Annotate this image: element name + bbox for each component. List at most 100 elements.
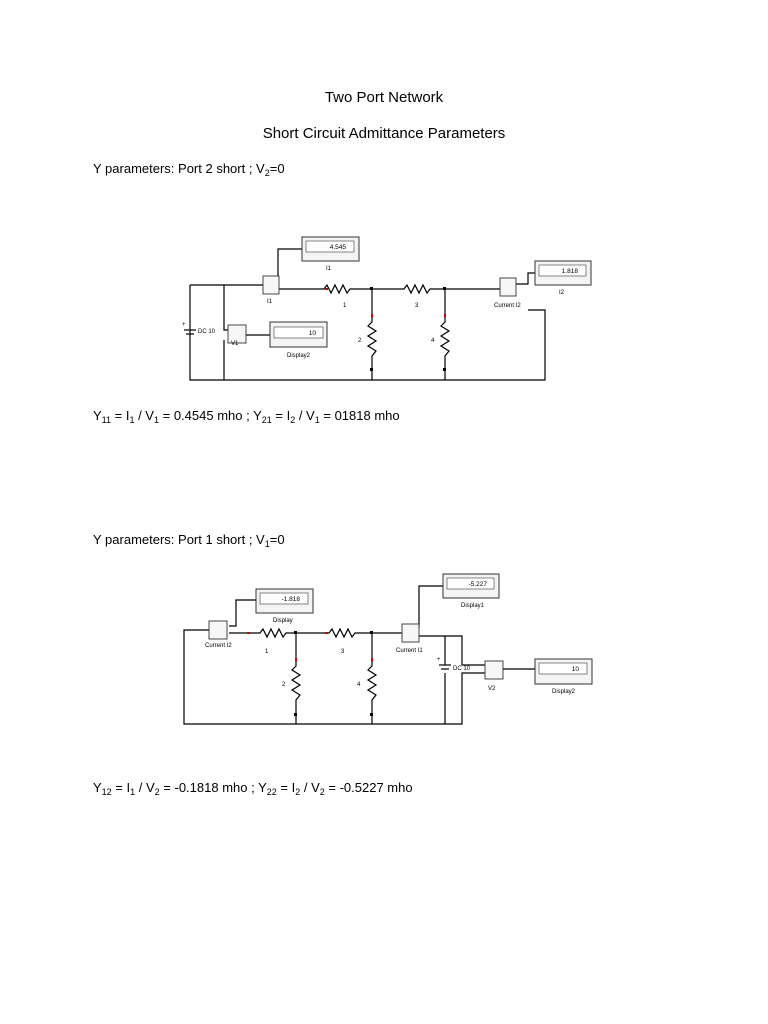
eq-part: = 01818 mho xyxy=(319,408,400,423)
red-marker xyxy=(325,288,328,290)
ammeter2-label: Current I2 xyxy=(494,303,521,309)
section1-heading-suffix: =0 xyxy=(269,161,285,176)
display-b-label: Display1 xyxy=(461,603,485,609)
resistor-3-label: 3 xyxy=(341,649,345,655)
circuit2-wire xyxy=(229,599,256,627)
resistor-4-label: 4 xyxy=(431,338,435,344)
eq-sub: 2 xyxy=(319,787,325,797)
resistor-1-label: 1 xyxy=(265,649,269,655)
section1-heading-sub: 2 xyxy=(264,168,270,178)
page-title: Two Port Network xyxy=(324,89,444,106)
resistor-2-label: 2 xyxy=(358,338,362,344)
display-v-label: Display2 xyxy=(552,689,576,695)
resistor-3 xyxy=(400,283,432,295)
circuit2-return-wire xyxy=(183,629,445,725)
eq-sub: 1 xyxy=(153,415,159,425)
voltmeter-block xyxy=(484,660,504,680)
resistor-3-label: 3 xyxy=(415,303,419,309)
eq-sub: 2 xyxy=(154,787,160,797)
ammeter1-label: I1 xyxy=(267,299,273,305)
red-marker xyxy=(371,314,373,317)
resistor-2 xyxy=(366,318,378,362)
eq-part: / V xyxy=(134,408,154,423)
display-a-label: Display xyxy=(273,618,293,624)
eq-part: Y xyxy=(93,408,102,423)
resistor-4 xyxy=(439,318,451,362)
plus-sign: + xyxy=(437,657,441,663)
resistor-4-label: 4 xyxy=(357,682,361,688)
ammeter2-block xyxy=(499,277,517,297)
display-v-value: 10 xyxy=(309,330,317,337)
resistor-2 xyxy=(290,662,302,706)
plus-sign: + xyxy=(182,322,186,328)
resistor-2-label: 2 xyxy=(282,682,286,688)
voltmeter-label: V2 xyxy=(488,686,496,692)
circuit2-wire xyxy=(418,585,443,628)
section2-result: Y12 = I1 / V2 = -0.1818 mho ; Y22 = I2 /… xyxy=(93,780,413,797)
ammeter2-label: Current I1 xyxy=(396,648,423,654)
eq-sub: 1 xyxy=(130,787,136,797)
display-i2-screen xyxy=(538,264,587,277)
port-node xyxy=(294,631,297,634)
eq-sub: 2 xyxy=(290,415,296,425)
eq-sub: 21 xyxy=(261,415,272,425)
circuit2-wire xyxy=(445,672,485,725)
section2-heading: Y parameters: Port 1 short ; V1=0 xyxy=(93,532,285,549)
eq-sub: 1 xyxy=(314,415,320,425)
section1-result: Y11 = I1 / V1 = 0.4545 mho ; Y21 = I2 / … xyxy=(93,408,400,425)
section1-heading: Y parameters: Port 2 short ; V2=0 xyxy=(93,161,285,178)
display-v-screen xyxy=(273,326,324,339)
port-node xyxy=(370,287,373,290)
eq-part: = I xyxy=(276,780,296,795)
display-a-value: -1.818 xyxy=(282,596,301,603)
eq-part: / V xyxy=(295,408,315,423)
port-node xyxy=(294,713,297,716)
eq-part: = -0.5227 mho xyxy=(324,780,413,795)
circuit1-wire xyxy=(515,272,535,285)
ammeter1-block xyxy=(262,275,280,295)
display-b-value: -5.227 xyxy=(469,581,488,588)
red-marker xyxy=(247,632,250,634)
display-v-label: Display2 xyxy=(287,353,311,359)
voltmeter-block xyxy=(227,324,247,344)
resistor-1-label: 1 xyxy=(343,303,347,309)
display-v-value: 10 xyxy=(572,666,580,673)
eq-part: / V xyxy=(135,780,155,795)
eq-part: = I xyxy=(271,408,291,423)
eq-sub: 11 xyxy=(101,415,112,425)
circuit2-wire xyxy=(419,635,485,666)
eq-part: = I xyxy=(111,408,130,423)
eq-sub: 12 xyxy=(101,787,112,797)
port-node xyxy=(443,368,446,371)
eq-sub: 1 xyxy=(129,415,135,425)
page-subtitle: Short Circuit Admittance Parameters xyxy=(262,125,506,142)
eq-part: / V xyxy=(300,780,320,795)
red-marker xyxy=(295,658,297,661)
resistor-1 xyxy=(256,627,289,639)
display-i1-label: I1 xyxy=(326,266,332,272)
dc-source-label: DC 10 xyxy=(198,329,216,335)
resistor-1 xyxy=(320,283,353,295)
eq-sub: 22 xyxy=(266,787,277,797)
voltmeter-label: V1 xyxy=(231,341,239,347)
display-i1-value: 4.545 xyxy=(330,244,347,251)
port-node xyxy=(370,631,373,634)
red-marker xyxy=(371,658,373,661)
resistor-3 xyxy=(325,627,357,639)
display-i2-label: I2 xyxy=(559,290,565,296)
display-b-screen xyxy=(446,577,495,590)
section2-heading-sub: 1 xyxy=(264,539,270,549)
eq-sub: 2 xyxy=(295,787,301,797)
port-node xyxy=(443,287,446,290)
display-a-screen xyxy=(259,592,309,605)
section1-heading-text: Y parameters: Port 2 short ; V xyxy=(93,161,265,176)
red-marker xyxy=(325,632,328,634)
eq-part: = -0.1818 mho ; Y xyxy=(159,780,267,795)
section2-heading-text: Y parameters: Port 1 short ; V xyxy=(93,532,265,547)
ammeter1-label: Current I2 xyxy=(205,643,232,649)
port-node xyxy=(370,368,373,371)
resistor-4 xyxy=(366,662,378,706)
eq-part: Y xyxy=(93,780,102,795)
